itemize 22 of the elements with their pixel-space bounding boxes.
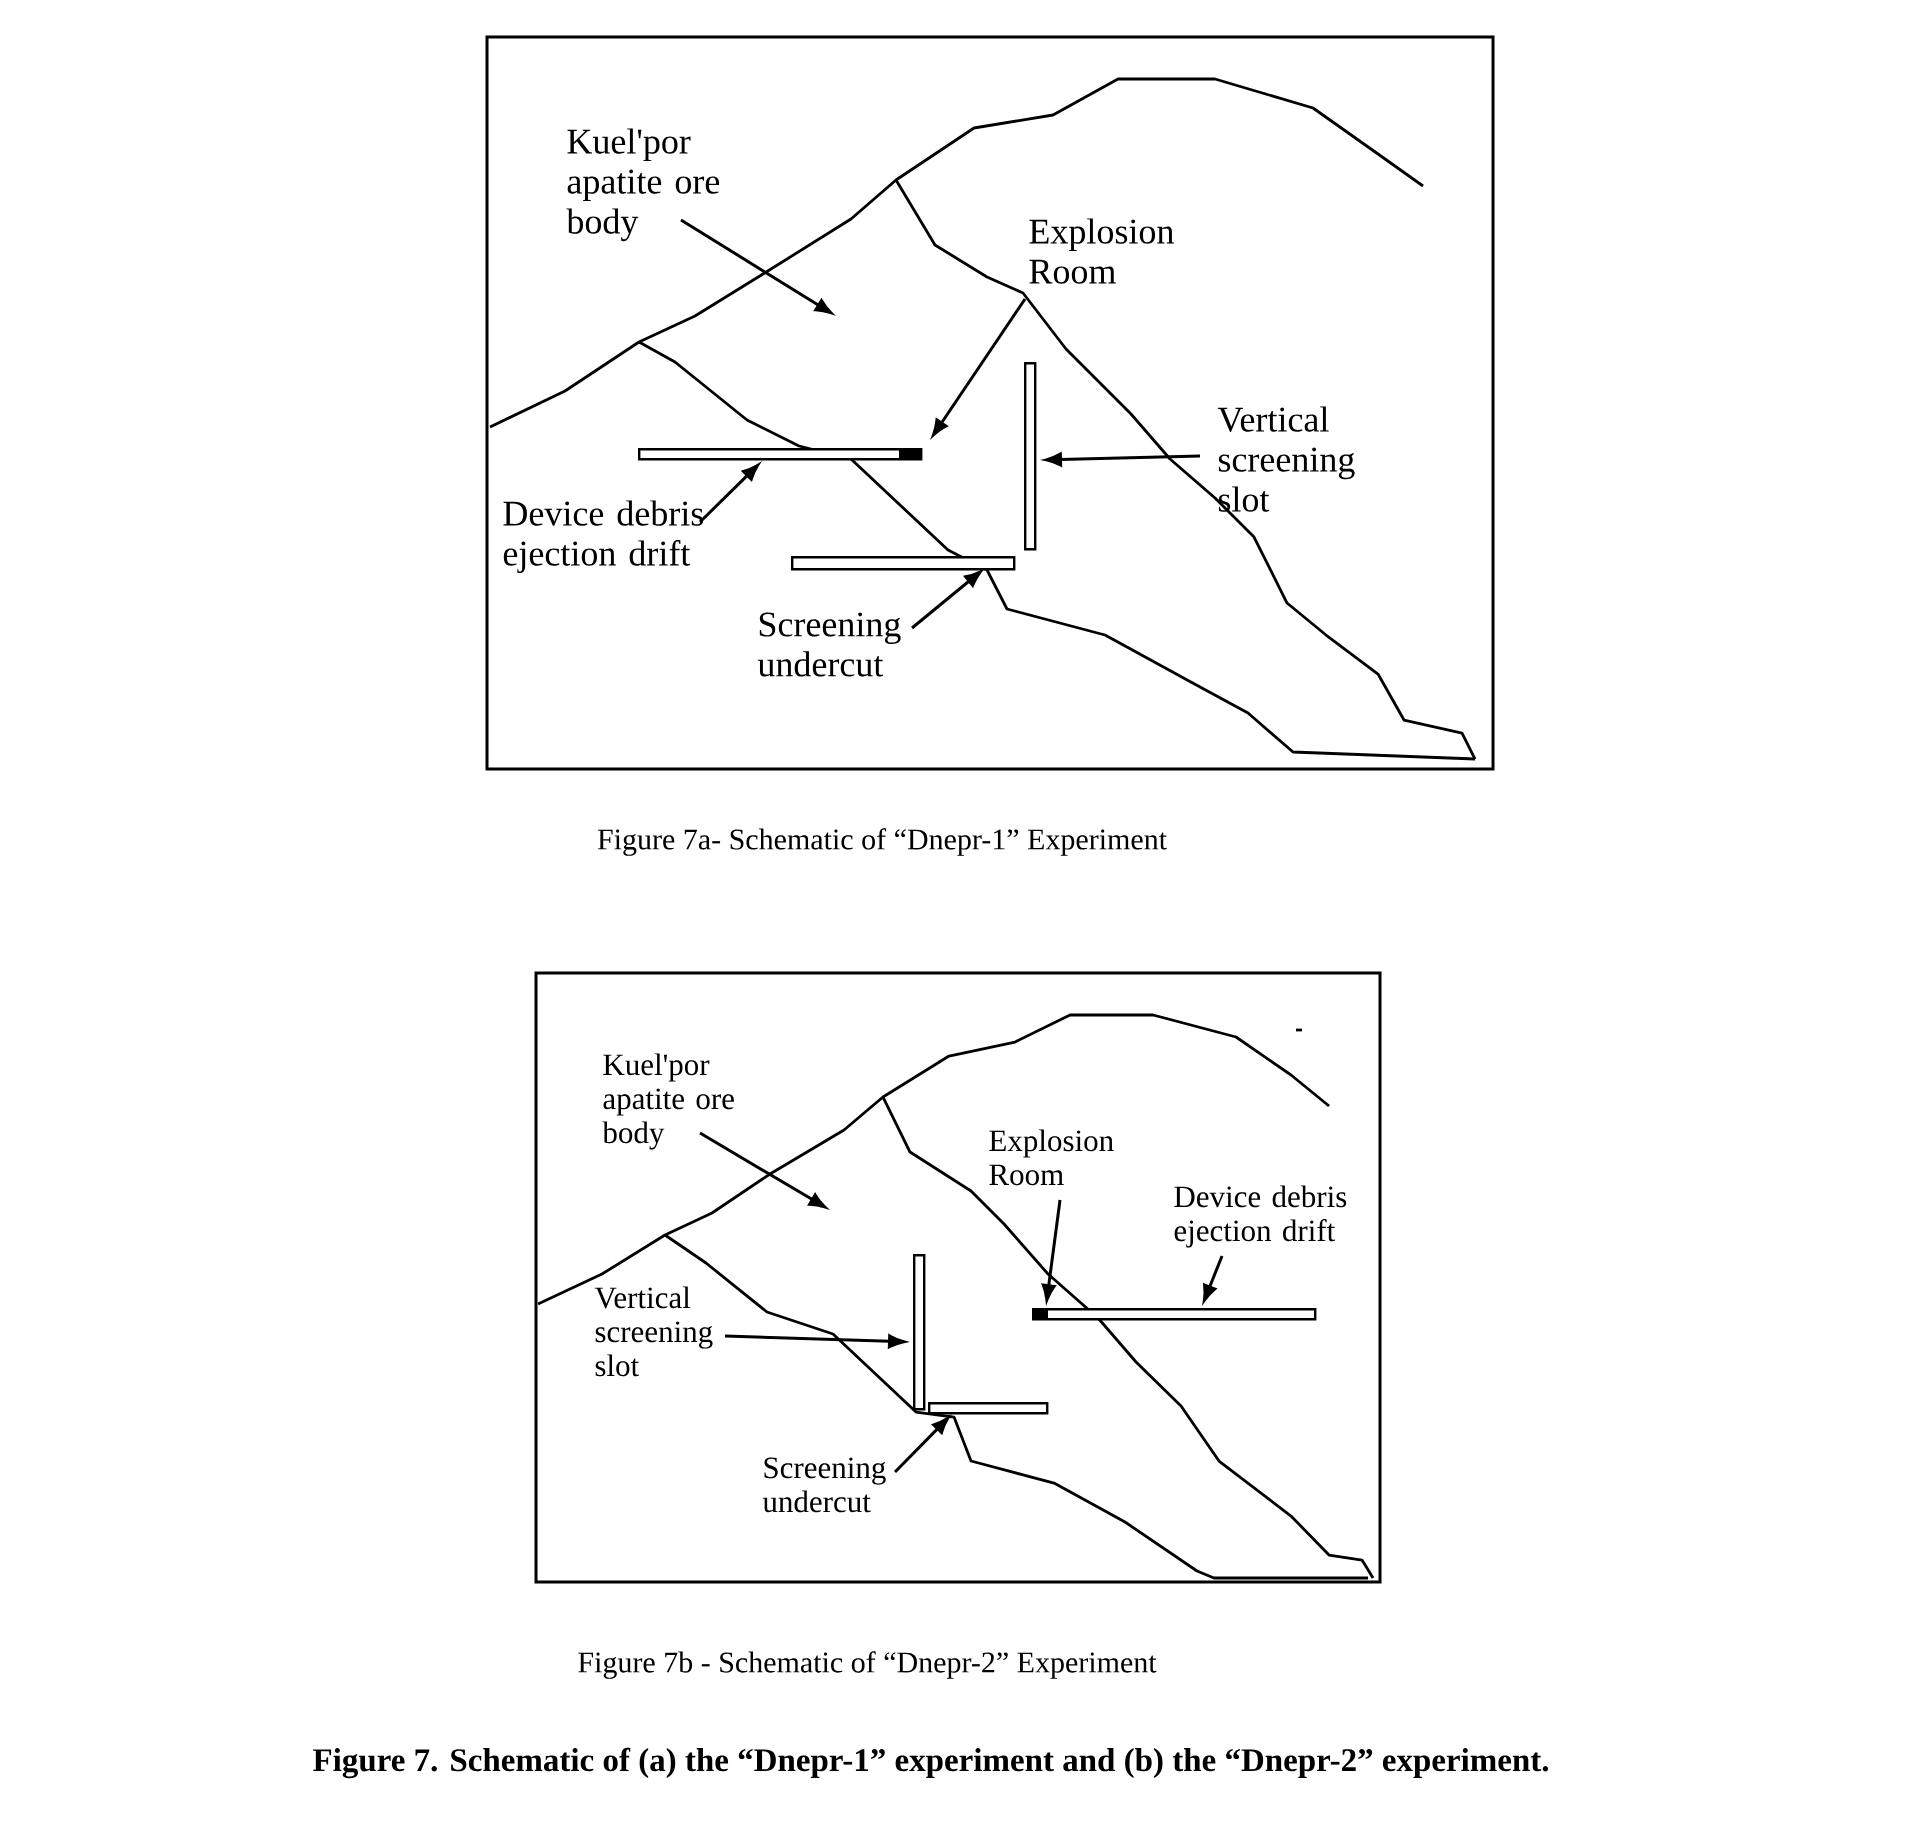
figure-caption: Figure 7b - Schematic of “Dnepr-2” Experiment bbox=[578, 1651, 1157, 1679]
tunnel-bar bbox=[928, 1402, 1049, 1415]
callout-text: Vertical screening slot bbox=[1217, 406, 1355, 512]
callout-text: Screening undercut bbox=[762, 1457, 886, 1513]
tunnel-bar bbox=[1024, 362, 1037, 551]
leader-arrow bbox=[680, 218, 833, 315]
figure-caption: Figure 7. Schematic of (a) the “Dnepr-1” experiment and (b) the “Dnepr-2” experiment. bbox=[313, 1747, 1549, 1779]
tunnel-bar bbox=[913, 1254, 926, 1411]
callout-text: Explosion Room bbox=[989, 1129, 1114, 1186]
callout-text: Explosion Room bbox=[1029, 218, 1174, 284]
callout-text: Kuel'por apatite ore body bbox=[602, 1053, 734, 1150]
callout-text: Vertical screening slot bbox=[594, 1286, 713, 1377]
figure-caption: Figure 7a- Schematic of “Dnepr-1” Experiment bbox=[597, 828, 1167, 856]
tunnel-bar bbox=[791, 556, 1016, 571]
callout-text: Screening undercut bbox=[757, 612, 901, 677]
tunnel-bar bbox=[1032, 1308, 1317, 1321]
leader-arrow bbox=[699, 1131, 827, 1209]
callout-text: Device debris ejection drift bbox=[1174, 1185, 1347, 1248]
callout-text: Kuel'por apatite ore body bbox=[566, 128, 720, 242]
tunnel-bar bbox=[638, 448, 923, 461]
leader-arrow bbox=[932, 298, 1027, 437]
callout-text: Device debris ejection drift bbox=[503, 500, 704, 574]
